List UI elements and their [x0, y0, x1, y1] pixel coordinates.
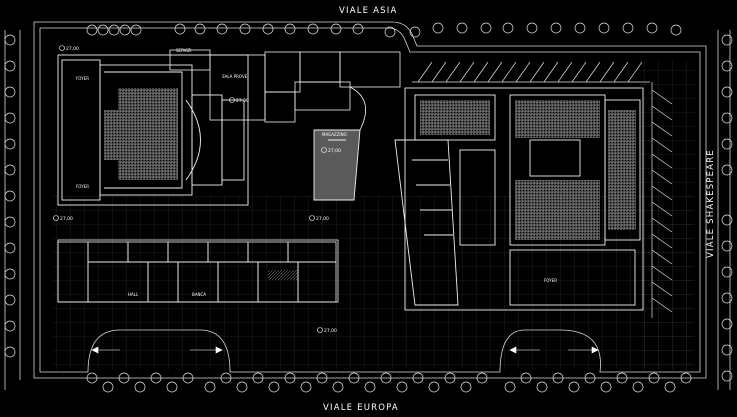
- room-label-foyer-top: FOYER: [76, 76, 89, 81]
- street-label-north: VIALE ASIA: [339, 6, 398, 16]
- service-block-north: [169, 49, 401, 131]
- stair-hatch-south: [268, 270, 298, 280]
- auditorium-seating-west: [118, 88, 178, 180]
- elevation-label-foyer-north: 27,00: [236, 98, 249, 104]
- elevation-label-nw: 27,00: [66, 46, 79, 52]
- elevation-markers: [53, 45, 327, 333]
- elevation-label-ramp: 27,00: [328, 148, 341, 154]
- trees-west: [4, 34, 16, 358]
- site-perimeter: [4, 21, 731, 390]
- service-strip-south: [57, 239, 339, 303]
- trees-east: [721, 34, 733, 382]
- trees-north: [86, 22, 682, 38]
- ramp-central: [313, 129, 361, 201]
- room-label-magazzino: MAGAZZINO: [322, 132, 347, 137]
- elevation-label-south: 27,00: [324, 328, 337, 334]
- auditorium-block-east: [404, 87, 644, 311]
- elevation-label-center-mid: 27,00: [316, 216, 329, 222]
- street-label-south: VIALE EUROPA: [323, 403, 399, 413]
- auditorium-seating-east: [515, 100, 600, 138]
- road-arrows: [91, 346, 599, 354]
- auditorium-block-west: [57, 54, 249, 206]
- foyer-seating-east: [420, 100, 490, 135]
- room-label-sala-prove: SALA PROVE: [222, 74, 248, 79]
- orchestra-seating-west: [104, 110, 118, 160]
- plaza-grid-east: [640, 60, 695, 370]
- parking-stalls-north: [412, 61, 650, 83]
- room-label-foyer-main: FOYER: [544, 278, 557, 283]
- trees-south: [86, 372, 692, 393]
- room-label-foyer-bottom: FOYER: [76, 184, 89, 189]
- room-label-banca: BANCA: [192, 292, 206, 297]
- auditorium-seating-east-lower: [515, 180, 600, 240]
- side-seating-east: [608, 110, 636, 230]
- elevation-label-west-mid: 27,00: [60, 216, 73, 222]
- parking-stalls-east: [651, 82, 673, 318]
- room-label-servizi: SERVIZI: [176, 48, 191, 53]
- room-label-hall: HALL: [128, 292, 139, 297]
